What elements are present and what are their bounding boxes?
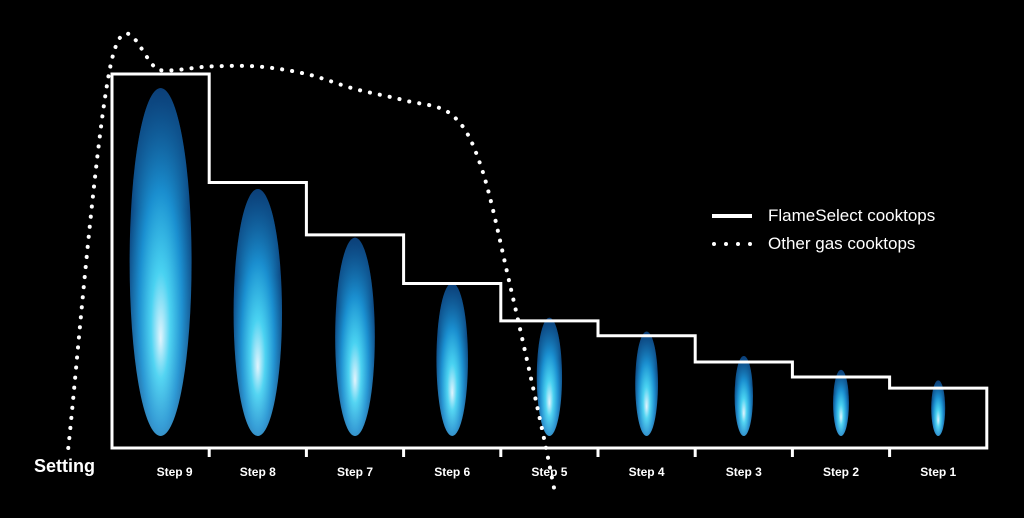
flame-shade-step-8 [233, 189, 283, 436]
x-tick-label: Step 2 [823, 465, 859, 479]
legend-swatch-solid [712, 214, 752, 218]
flames-group [129, 88, 946, 437]
legend-label-flameselect: FlameSelect cooktops [768, 206, 936, 225]
flame-shade-step-9 [129, 88, 192, 436]
x-tick-label: Step 1 [920, 465, 956, 479]
legend-swatch-dotted [712, 242, 752, 246]
x-tick-label: Step 7 [337, 465, 373, 479]
legend-label-other: Other gas cooktops [768, 234, 916, 253]
flame-shade-step-4 [635, 331, 658, 436]
x-tick-label: Step 4 [629, 465, 665, 479]
legend: FlameSelect cooktops Other gas cooktops [712, 202, 935, 258]
series-lines-group [66, 31, 989, 492]
x-tick-labels-group: Step 9 Step 8 Step 7 Step 6 Step 5 Step 4 Step… [157, 448, 957, 479]
x-tick-label: Step 8 [240, 465, 276, 479]
legend-item-flameselect: FlameSelect cooktops [712, 202, 935, 230]
flame-shade-step-1 [931, 380, 946, 436]
flame-shade-step-5 [536, 317, 563, 436]
x-tick-label: Step 3 [726, 465, 762, 479]
flame-shade-step-2 [833, 369, 849, 436]
x-tick-label: Step 5 [531, 465, 567, 479]
x-tick-label: Step 9 [157, 465, 193, 479]
flame-shade-step-3 [734, 356, 753, 436]
flame-shade-step-6 [436, 282, 468, 437]
x-tick-label: Step 6 [434, 465, 470, 479]
series-flameselect-line [110, 72, 989, 450]
x-axis-label: Setting [34, 456, 95, 476]
flame-shade-step-7 [335, 237, 375, 436]
legend-item-other: Other gas cooktops [712, 230, 935, 258]
